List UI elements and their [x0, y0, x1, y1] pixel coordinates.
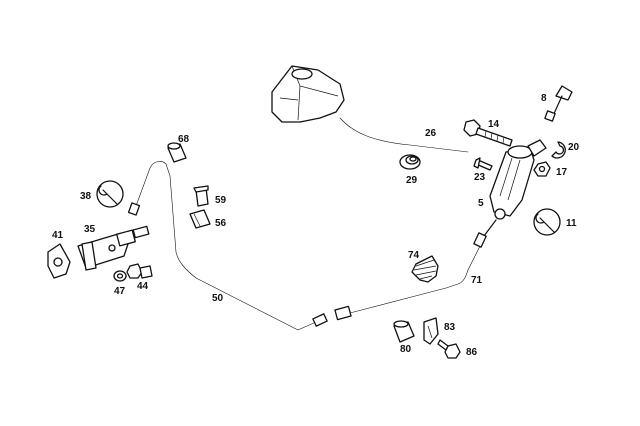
callout-20: 20	[568, 142, 580, 153]
callout-17: 17	[556, 167, 568, 178]
grommet[interactable]	[399, 154, 421, 170]
callout-86: 86	[466, 347, 478, 358]
rubber-boot[interactable]	[411, 255, 439, 283]
callout-23: 23	[474, 172, 486, 183]
nut-17[interactable]	[533, 161, 551, 177]
master-cylinder[interactable]	[77, 225, 150, 271]
sleeve-68[interactable]	[167, 142, 187, 163]
wrench-icon	[533, 208, 561, 236]
callout-44: 44	[137, 281, 149, 292]
callout-68: 68	[178, 134, 190, 145]
callout-74: 74	[408, 250, 420, 261]
callout-47: 47	[114, 286, 126, 297]
callout-26: 26	[425, 128, 437, 139]
bracket-83[interactable]	[423, 317, 439, 345]
pressure-line-50[interactable]	[127, 160, 328, 332]
bolt-44[interactable]	[126, 263, 153, 279]
reservoir-tank[interactable]	[271, 65, 345, 123]
callout-8: 8	[541, 93, 547, 104]
callout-35: 35	[84, 224, 96, 235]
callout-41: 41	[52, 230, 64, 241]
callout-38: 38	[80, 191, 92, 202]
pressure-line-71[interactable]	[334, 232, 487, 321]
slave-cylinder[interactable]	[483, 139, 547, 237]
reservoir-hose[interactable]	[338, 116, 470, 154]
washer-47[interactable]	[113, 270, 127, 282]
callout-14: 14	[488, 119, 500, 130]
callout-50: 50	[212, 293, 224, 304]
screw-23[interactable]	[473, 157, 493, 171]
callout-29: 29	[406, 175, 418, 186]
callout-59: 59	[215, 195, 227, 206]
bushing-59[interactable]	[193, 185, 209, 207]
callout-83: 83	[444, 322, 456, 333]
sleeve-80[interactable]	[393, 320, 415, 343]
callout-80: 80	[400, 344, 412, 355]
wrench-icon	[96, 180, 124, 208]
callout-56: 56	[215, 218, 227, 229]
callout-71: 71	[471, 275, 483, 286]
clip-bracket-56[interactable]	[189, 209, 211, 229]
circlip[interactable]	[551, 141, 566, 159]
bolt-14[interactable]	[463, 119, 513, 147]
callout-5: 5	[478, 198, 484, 209]
gasket-41[interactable]	[47, 243, 71, 279]
callout-11: 11	[566, 218, 577, 229]
bleeder-screw[interactable]	[544, 85, 573, 122]
screw-86[interactable]	[437, 339, 461, 359]
